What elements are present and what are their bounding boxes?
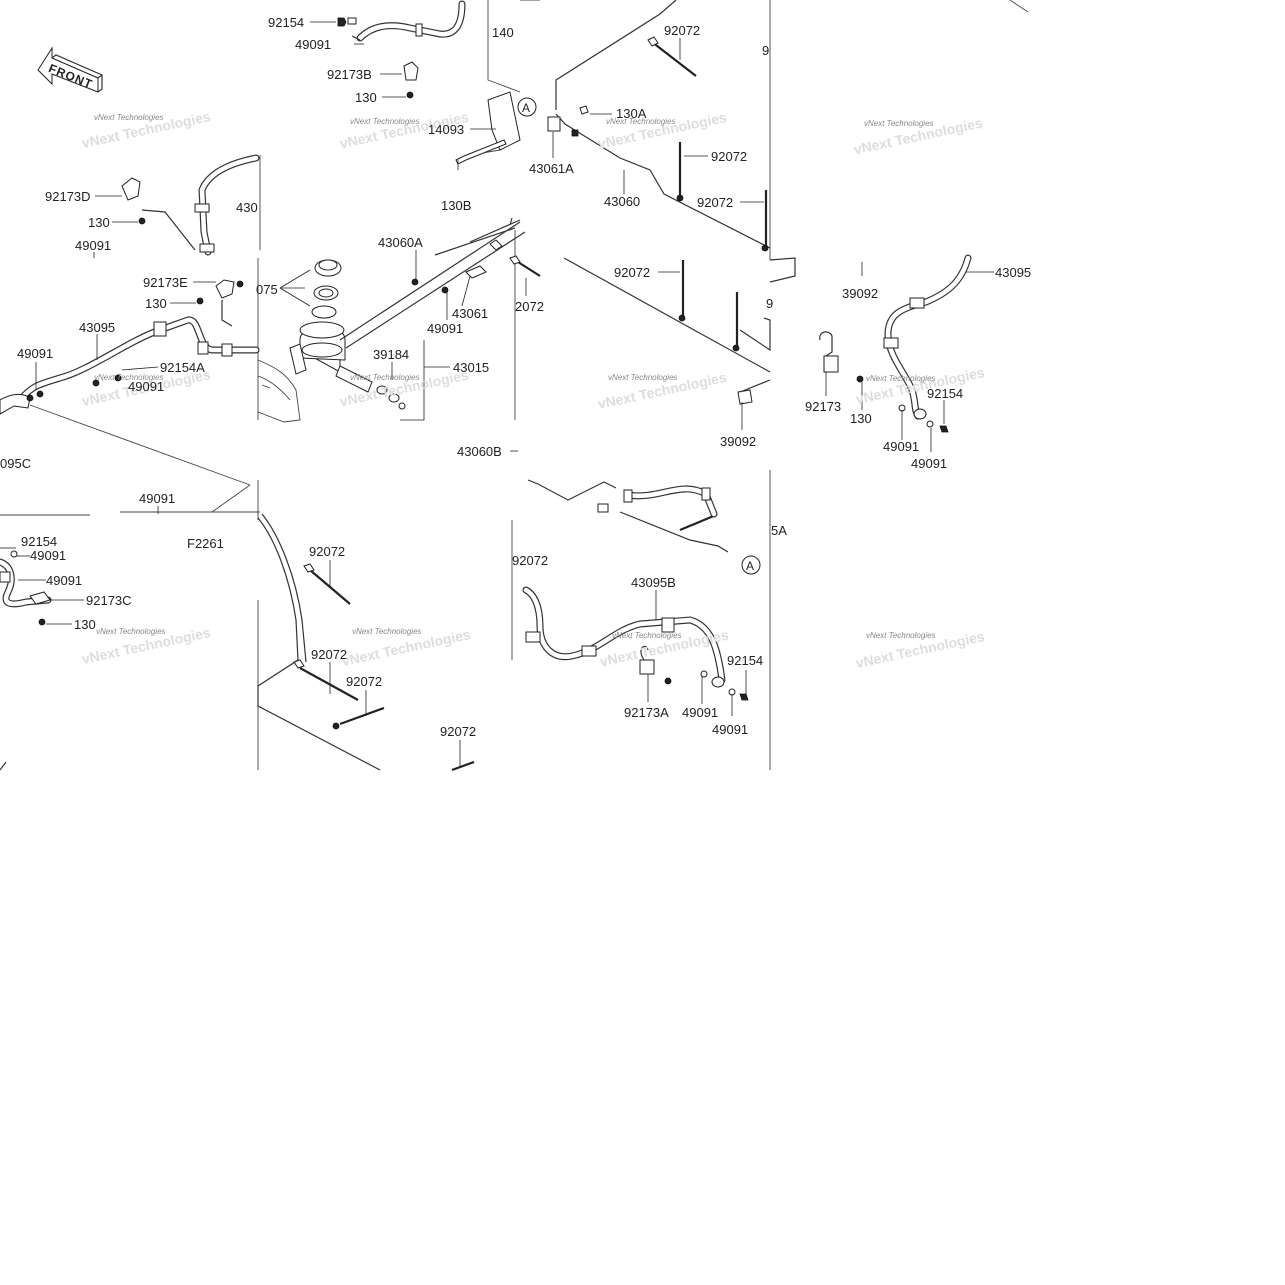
- part-label: 92173D: [45, 189, 91, 204]
- part-label: 92154: [927, 386, 963, 401]
- part-label: 92173A: [624, 705, 669, 720]
- hose-bottom-left: [0, 513, 381, 771]
- svg-text:vNext Technologies: vNext Technologies: [864, 119, 934, 128]
- part-label: 49091: [128, 379, 164, 394]
- part-label: 49091: [30, 548, 66, 563]
- part-label: 130: [145, 296, 167, 311]
- part-label: 49091: [427, 321, 463, 336]
- svg-text:vNext Technologies: vNext Technologies: [350, 117, 420, 126]
- leader-lines: [0, 21, 994, 768]
- part-label: 49091: [911, 456, 947, 471]
- hose-bottom-center: A: [522, 479, 761, 701]
- part-label: 92154A: [160, 360, 205, 375]
- part-label: 49091: [139, 491, 175, 506]
- part-label: 130: [850, 411, 872, 426]
- part-label: 43061: [452, 306, 488, 321]
- part-label: 92072: [711, 149, 747, 164]
- svg-text:vNext Technologies: vNext Technologies: [608, 373, 678, 382]
- part-label: 43095: [79, 320, 115, 335]
- front-arrow-icon: FRONT: [37, 46, 104, 93]
- part-label: 49091: [883, 439, 919, 454]
- part-label: 2072: [515, 299, 544, 314]
- part-label: 140: [492, 25, 514, 40]
- part-label: 130: [355, 90, 377, 105]
- part-label: 92072: [311, 647, 347, 662]
- part-label: 92072: [614, 265, 650, 280]
- part-label: 49091: [682, 705, 718, 720]
- part-label: 43061A: [529, 161, 574, 176]
- svg-text:vNext Technologies: vNext Technologies: [350, 373, 420, 382]
- part-label: 43060A: [378, 235, 423, 250]
- svg-text:A: A: [522, 101, 530, 115]
- hose-top-center: [337, 0, 466, 99]
- part-label: F2261: [187, 536, 224, 551]
- svg-text:vNext Technologies: vNext Technologies: [352, 627, 422, 636]
- part-label: 49091: [46, 573, 82, 588]
- part-label: 130: [88, 215, 110, 230]
- part-label: 49091: [17, 346, 53, 361]
- part-label: 92072: [440, 724, 476, 739]
- svg-text:vNext Technologies: vNext Technologies: [866, 631, 936, 640]
- svg-text:vNext Technologies: vNext Technologies: [866, 374, 936, 383]
- part-label: 9: [762, 43, 769, 58]
- part-label: 9: [766, 296, 773, 311]
- part-label: 92154: [21, 534, 57, 549]
- hose-left-mid: [0, 279, 260, 415]
- part-label: 92173E: [143, 275, 188, 290]
- svg-text:vNext Technologies: vNext Technologies: [612, 631, 682, 640]
- part-label: 92072: [309, 544, 345, 559]
- part-label: 43095: [995, 265, 1031, 280]
- part-label: 39184: [373, 347, 409, 362]
- part-label: 43095B: [631, 575, 676, 590]
- part-label: 075: [256, 282, 278, 297]
- part-label: 92173C: [86, 593, 132, 608]
- part-label: 095C: [0, 456, 31, 471]
- part-label: 130B: [441, 198, 471, 213]
- part-label: 92072: [697, 195, 733, 210]
- brake-pipes-upper: A: [434, 0, 771, 373]
- part-label: 49091: [295, 37, 331, 52]
- svg-text:A: A: [746, 559, 754, 573]
- part-label: 92173B: [327, 67, 372, 82]
- svg-text:vNext Technologies: vNext Technologies: [94, 113, 164, 122]
- svg-text:vNext Technologies: vNext Technologies: [606, 117, 676, 126]
- part-label: 43015: [453, 360, 489, 375]
- part-label: 43060: [604, 194, 640, 209]
- frame-lines: [0, 0, 1029, 770]
- part-label: 92072: [512, 553, 548, 568]
- part-label: 130A: [616, 106, 647, 121]
- part-label: 43060B: [457, 444, 502, 459]
- svg-text:vNext Technologies: vNext Technologies: [96, 627, 166, 636]
- part-label: 5A: [771, 523, 787, 538]
- watermarks: vNext Technologies vNext Technologies vN…: [80, 108, 986, 671]
- part-label: 39092: [842, 286, 878, 301]
- part-label: 430: [236, 200, 258, 215]
- callout-a-bottom: [741, 555, 761, 575]
- part-label: 14093: [428, 122, 464, 137]
- part-label: 49091: [75, 238, 111, 253]
- hose-right: [737, 254, 972, 433]
- svg-text:vNext Technologies: vNext Technologies: [94, 373, 164, 382]
- svg-text:vNext Technologies: vNext Technologies: [854, 364, 986, 407]
- cable-ties: [293, 36, 769, 772]
- master-cylinder: [257, 221, 526, 423]
- hose-left-upper: [121, 154, 260, 256]
- part-label: 92173: [805, 399, 841, 414]
- callout-a-top: [517, 97, 537, 117]
- part-label: 49091: [712, 722, 748, 737]
- part-labels: 92154 49091 92173B 130 14093 130B 140 92…: [0, 15, 1031, 739]
- part-label: 92072: [346, 674, 382, 689]
- part-label: 92154: [268, 15, 304, 30]
- part-label: 92072: [664, 23, 700, 38]
- part-label: 39092: [720, 434, 756, 449]
- part-label: 92154: [727, 653, 763, 668]
- part-label: 130: [74, 617, 96, 632]
